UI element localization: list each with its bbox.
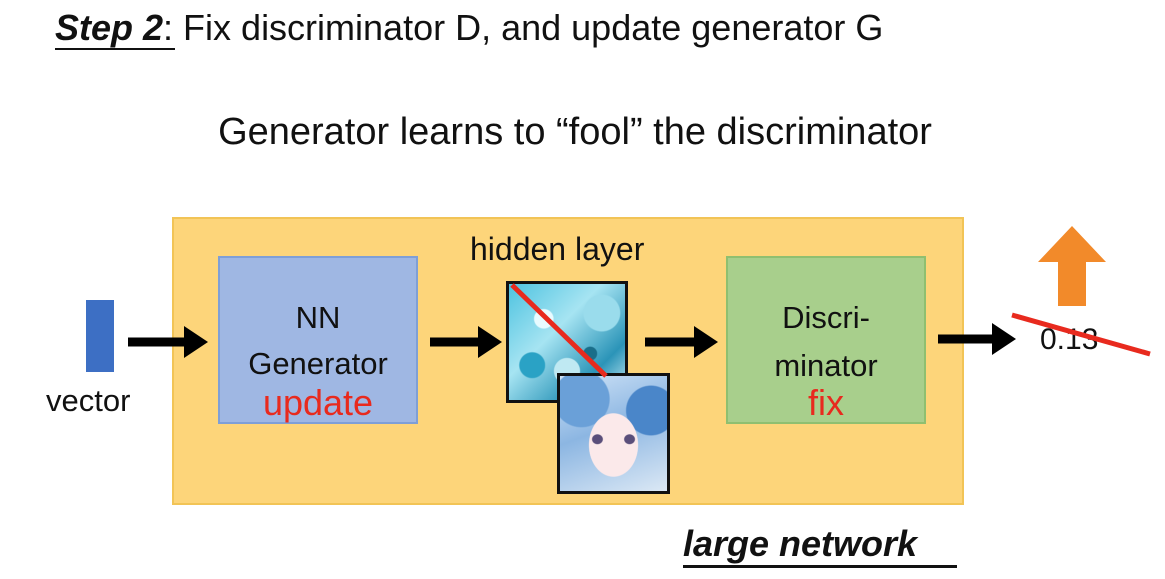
hidden-layer-label: hidden layer bbox=[470, 231, 645, 267]
image-strike-line bbox=[510, 283, 608, 378]
large-network-label: large network bbox=[683, 523, 918, 564]
output-score: 0.13 bbox=[1040, 323, 1099, 356]
input-vector-bar bbox=[86, 300, 114, 372]
output-strike-line bbox=[1011, 312, 1151, 357]
up-arrow-icon bbox=[1038, 226, 1106, 306]
input-vector-label: vector bbox=[46, 383, 131, 418]
right-arrow-icon bbox=[645, 326, 718, 358]
slide-subtitle: Generator learns to “fool” the discrimin… bbox=[218, 111, 932, 153]
generator-box bbox=[218, 256, 418, 424]
title-rest: : Fix discriminator D, and update genera… bbox=[163, 7, 884, 48]
right-arrow-icon bbox=[430, 326, 502, 358]
right-arrow-icon bbox=[128, 326, 208, 358]
slide-title: Step 2: Fix discriminator D, and update … bbox=[55, 6, 883, 50]
generator-label-line1: NN bbox=[295, 300, 341, 335]
large-network-underline bbox=[683, 565, 957, 568]
discriminator-label-line1: Discri- bbox=[782, 300, 870, 335]
discriminator-status: fix bbox=[808, 382, 844, 423]
title-step: Step 2 bbox=[55, 7, 164, 48]
title-step-underline bbox=[55, 48, 175, 50]
discriminator-label-line2: minator bbox=[774, 348, 878, 383]
right-arrow-icon bbox=[938, 323, 1016, 355]
generator-label-line2: Generator bbox=[248, 346, 388, 381]
discriminator-box bbox=[726, 256, 926, 424]
improved-generated-image bbox=[557, 373, 670, 494]
generator-status: update bbox=[262, 382, 374, 423]
